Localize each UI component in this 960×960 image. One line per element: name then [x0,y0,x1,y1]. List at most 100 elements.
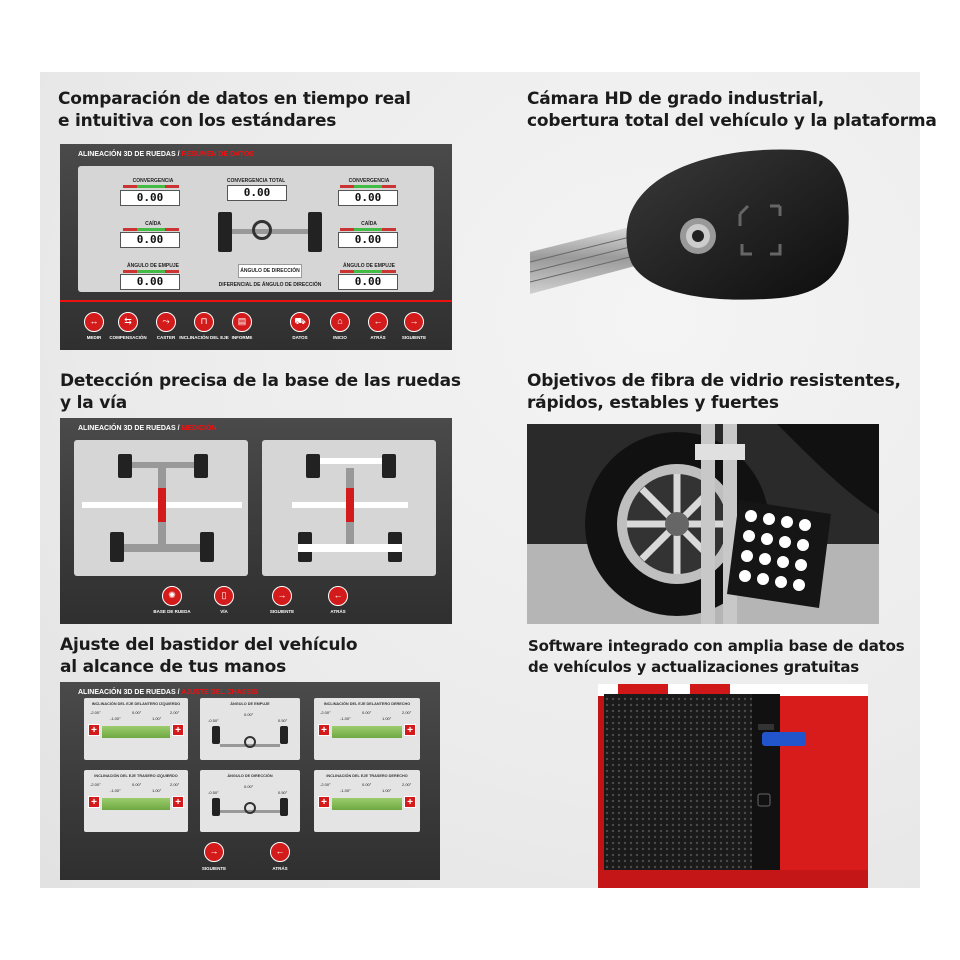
back-arrow-icon: ← [373,316,383,326]
plus-icon[interactable]: + [172,796,184,808]
plus-icon[interactable]: + [88,796,100,808]
caster-button[interactable]: ⤳ [156,312,176,332]
left-toe-gauge [123,185,179,188]
target-photo [527,424,879,624]
card-label: INCLINACIÓN DEL EJE DELANTERO DERECHO [323,702,411,706]
compensation-icon: ⇆ [124,316,132,326]
steering-wheel-icon [244,802,256,814]
right-camber-label: CAÍDA [361,221,377,227]
total-toe-value: 0.00 [227,185,287,201]
wheelbase-label: BASE DE RUEDA [153,609,191,614]
right-thrust-label: ÁNGULO DE EMPUJE [343,263,395,269]
back-button[interactable]: ← [368,312,388,332]
home-icon: ⌂ [337,316,343,326]
caster-label: CASTER [156,335,176,340]
back-button[interactable]: ← [328,586,348,606]
card-label: ÁNGULO DE DIRECCIÓN [227,774,273,778]
target-illustration [527,424,879,624]
plus-icon[interactable]: + [318,796,330,808]
next-label: SIGUIENTE [269,609,295,614]
next-label: SIGUIENTE [401,335,427,340]
screen-title: ALINEACIÓN 3D DE RUEDAS / RESUMEN DE DAT… [78,151,254,158]
plus-icon[interactable]: + [404,796,416,808]
caption-fiberglass-targets: Objetivos de fibra de vidrio resistentes… [527,371,901,413]
cabinet-illustration [598,684,868,888]
steering-angle-card: ÁNGULO DE DIRECCIÓN -0.50° 0.00° 0.50° [200,770,300,832]
screen-data-summary: ALINEACIÓN 3D DE RUEDAS / RESUMEN DE DAT… [60,144,452,350]
track-line [298,544,402,552]
right-camber-gauge [340,228,396,231]
right-thrust-value: 0.00 [338,274,398,290]
next-button[interactable]: → [204,842,224,862]
report-button[interactable]: ▤ [232,312,252,332]
track-button[interactable]: ▯ [214,586,234,606]
plus-icon[interactable]: + [404,724,416,736]
axle-tilt-icon: ⊓ [200,316,208,326]
axle-tilt-button[interactable]: ⊓ [194,312,214,332]
card-label: INCLINACIÓN DEL EJE TRASERO DERECHO [326,774,408,778]
left-toe-value: 0.00 [120,190,180,206]
tilt-scale [102,726,170,738]
rear-right-tilt-card: INCLINACIÓN DEL EJE TRASERO DERECHO -2.0… [314,770,420,832]
plus-icon[interactable]: + [172,724,184,736]
track-label: VÍA [220,609,228,614]
next-arrow-icon: → [409,316,419,326]
front-left-wheel [218,212,232,252]
data-button[interactable]: ⛟ [290,312,310,332]
home-label: INICIO [333,335,347,340]
summary-card: CONVERGENCIA 0.00 CAÍDA 0.00 ÁNGULO DE E… [78,166,434,292]
left-camber-value: 0.00 [120,232,180,248]
left-toe-label: CONVERGENCIA [132,178,174,184]
back-button[interactable]: ← [270,842,290,862]
wheelbase-arrow [158,488,166,522]
steering-diff-label: DIFERENCIAL DE ÁNGULO DE DIRECCIÓN [218,282,322,288]
back-label: ATRÁS [330,609,346,614]
home-button[interactable]: ⌂ [330,312,350,332]
steering-wheel-icon [244,736,256,748]
next-arrow-icon: → [209,846,219,856]
card-label: INCLINACIÓN DEL EJE DELANTERO IZQUIERDO [91,702,181,706]
caption-wheelbase-detection: Detección precisa de la base de las rued… [60,371,461,413]
right-thrust-gauge [340,270,396,273]
wheelbase-card [74,440,248,576]
tilt-scale [102,798,170,810]
next-button[interactable]: → [272,586,292,606]
screen-title: ALINEACIÓN 3D DE RUEDAS / AJUSTE DEL CHA… [78,689,258,696]
right-camber-value: 0.00 [338,232,398,248]
tilt-scale [332,726,402,738]
front-right-tilt-card: INCLINACIÓN DEL EJE DELANTERO DERECHO -2… [314,698,420,760]
report-icon: ▤ [237,316,247,326]
screen-chassis: ALINEACIÓN 3D DE RUEDAS / AJUSTE DEL CHA… [60,682,440,880]
right-toe-gauge [340,185,396,188]
wheelbase-button[interactable]: ✺ [162,586,182,606]
plus-icon[interactable]: + [88,724,100,736]
data-label: DATOS [292,335,308,340]
measure-button[interactable]: ↔ [84,312,104,332]
front-left-tilt-card: INCLINACIÓN DEL EJE DELANTERO IZQUIERDO … [84,698,188,760]
screen-wheelbase: ALINEACIÓN 3D DE RUEDAS / MEDICIÓN ✺ BAS… [60,418,452,624]
back-label: ATRÁS [370,335,386,340]
plus-icon[interactable]: + [318,724,330,736]
left-camber-label: CAÍDA [145,221,161,227]
back-arrow-icon: ← [333,590,343,600]
right-toe-value: 0.00 [338,190,398,206]
wheel-icon: ✺ [168,590,176,600]
next-arrow-icon: → [277,590,287,600]
computer-cabinet-photo [598,684,868,888]
card-label: ÁNGULO DE EMPUJE [230,702,270,706]
next-button[interactable]: → [404,312,424,332]
compensation-button[interactable]: ⇆ [118,312,138,332]
measure-icon: ↔ [89,316,99,326]
data-icon: ⛟ [294,316,306,326]
track-card [262,440,436,576]
track-arrow [346,488,354,522]
caster-icon: ⤳ [162,316,170,326]
front-right-wheel [308,212,322,252]
camera-illustration [530,149,849,300]
left-thrust-label: ÁNGULO DE EMPUJE [127,263,179,269]
thrust-angle-card: ÁNGULO DE EMPUJE -0.50° 0.00° 0.50° [200,698,300,760]
total-toe-label: CONVERGENCIA TOTAL [226,178,286,184]
steering-wheel-icon [252,220,272,240]
